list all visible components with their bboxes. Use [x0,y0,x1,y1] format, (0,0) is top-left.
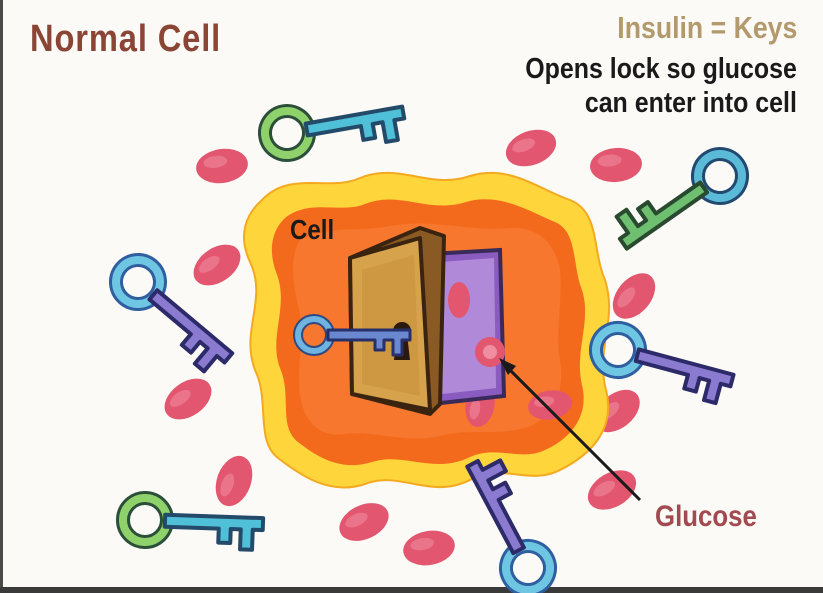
glucose-molecule [209,451,259,511]
key-icon [262,91,408,163]
legend-caption: Opens lock so glucose can enter into cel… [525,52,797,120]
key-icon [590,323,738,406]
cell-label: Cell [290,214,334,246]
glucose-molecule [604,265,663,327]
glucose-molecule [186,236,248,294]
legend-caption-line-1: Opens lock so glucose [525,52,797,86]
glucose-molecule [157,370,219,428]
legend-caption-line-2: can enter into cell [525,86,797,120]
key-icon [122,497,264,550]
legend-heading: Insulin = Keys [617,10,797,46]
glucose-molecule [501,123,561,173]
glucose-molecule [400,527,457,570]
door-lock-icon [350,228,444,414]
glucose-label: Glucose [655,500,757,534]
page-title: Normal Cell [30,18,221,61]
glucose-molecule [194,146,250,187]
glucose-molecule [333,496,394,549]
glucose-molecule [589,146,644,184]
